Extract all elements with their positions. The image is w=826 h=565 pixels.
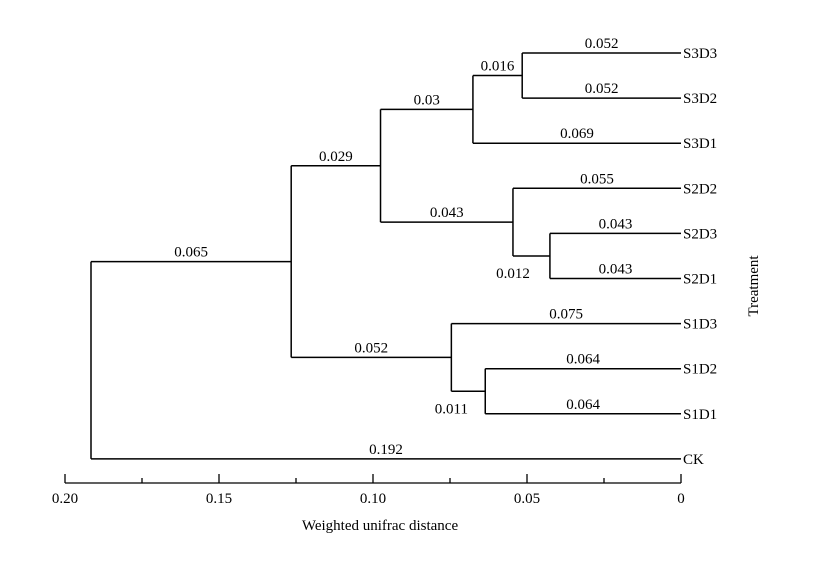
leaf-label-S1D1: S1D1 — [683, 407, 717, 423]
branch-length-n_s3: 0.03 — [414, 92, 440, 108]
branch-length-n_s23: 0.029 — [319, 149, 353, 165]
branch-length-S1D3: 0.075 — [549, 307, 583, 323]
branch-length-labels: 0.065 0.029 0.03 0.016 0.052 0.052 0.069 0.043 0… — [174, 36, 632, 458]
axis-tick-label: 0.20 — [52, 491, 78, 507]
branch-length-n_main: 0.065 — [174, 245, 208, 261]
branch-length-n_s1d21: 0.011 — [435, 401, 468, 417]
branch-length-S3D2: 0.052 — [585, 81, 619, 97]
leaf-label-S3D1: S3D1 — [683, 136, 717, 152]
branch-length-S2D2: 0.055 — [580, 171, 614, 187]
y-axis-title: Treatment — [746, 255, 762, 317]
branch-length-n_s2: 0.043 — [430, 205, 464, 221]
leaf-label-S3D3: S3D3 — [683, 46, 717, 62]
branch-length-S1D1: 0.064 — [566, 397, 600, 413]
branch-length-S3D1: 0.069 — [560, 126, 594, 142]
branch-length-CK: 0.192 — [369, 442, 403, 458]
leaf-label-S3D2: S3D2 — [683, 91, 717, 107]
branch-length-S1D2: 0.064 — [566, 352, 600, 368]
axis-tick-label: 0.05 — [514, 491, 540, 507]
branch-length-n_s3d23: 0.016 — [481, 59, 515, 75]
leaf-label-S1D3: S1D3 — [683, 317, 717, 333]
branch-length-n_s2d31: 0.012 — [496, 266, 530, 282]
branch-length-S2D1: 0.043 — [599, 262, 633, 278]
axis-tick-label: 0 — [677, 491, 685, 507]
tree-branches — [90, 52, 681, 460]
leaf-label-S2D3: S2D3 — [683, 226, 717, 242]
x-axis-title: Weighted unifrac distance — [302, 518, 459, 534]
branch-length-n_s1: 0.052 — [354, 340, 388, 356]
leaf-label-S2D2: S2D2 — [683, 181, 717, 197]
branch-length-S3D3: 0.052 — [585, 36, 619, 52]
leaf-label-S2D1: S2D1 — [683, 272, 717, 288]
axis-tick-label: 0.15 — [206, 491, 232, 507]
leaf-label-S1D2: S1D2 — [683, 362, 717, 378]
branch-length-S2D3: 0.043 — [599, 216, 633, 232]
leaf-label-CK: CK — [683, 452, 704, 468]
distance-axis: 0.20 0.15 0.10 0.05 0 — [52, 474, 685, 507]
axis-tick-label: 0.10 — [360, 491, 386, 507]
